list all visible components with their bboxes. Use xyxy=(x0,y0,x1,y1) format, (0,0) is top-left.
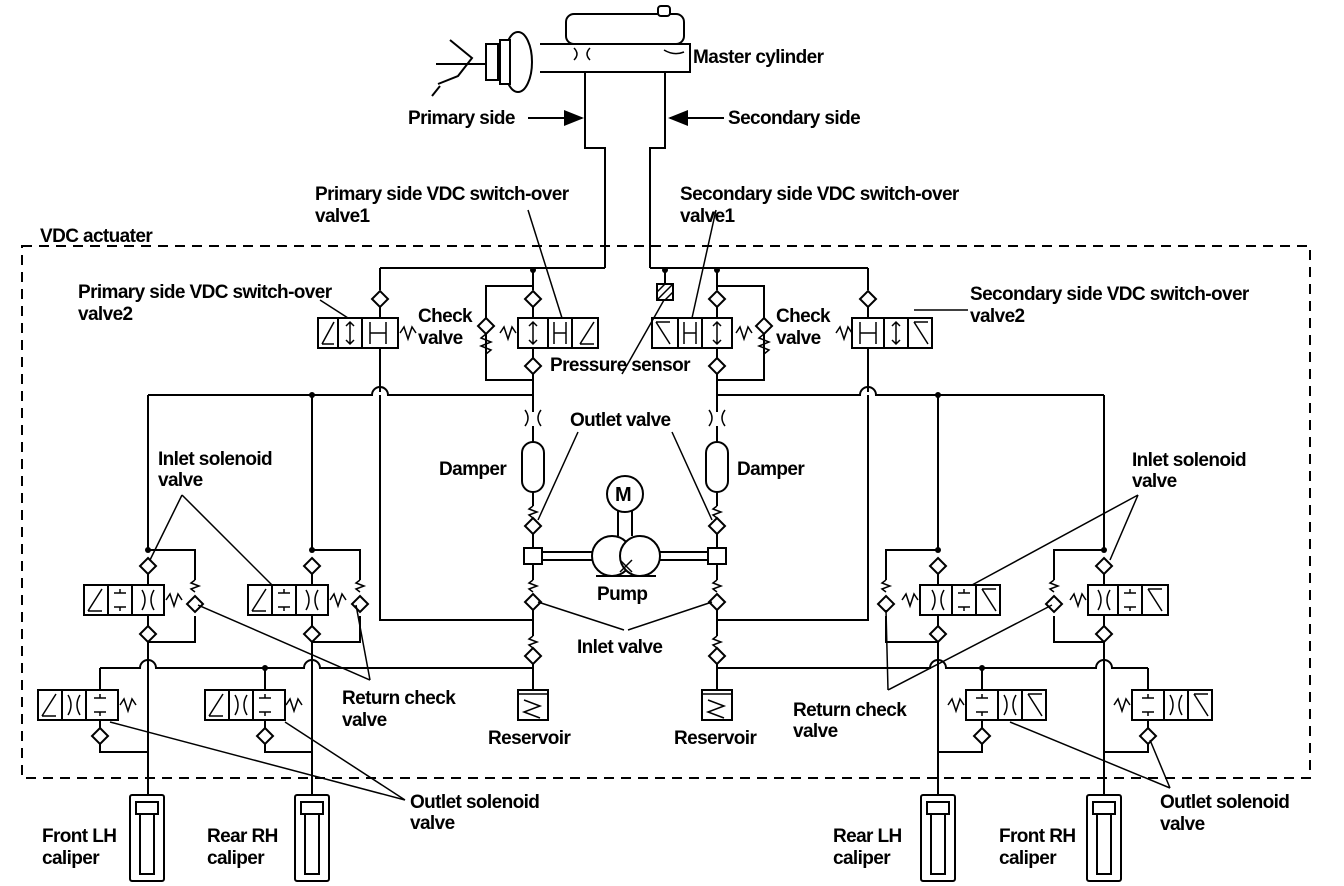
outlet-solenoid-front-rh xyxy=(1104,668,1213,753)
secondary-switch-valve2-label-2: valve2 xyxy=(970,306,1025,327)
primary-switch-valve2-label-1: Primary side VDC switch-over xyxy=(78,282,333,303)
vdc-actuator-label: VDC actuater xyxy=(40,226,153,247)
primary-switch-valve2-label-2: valve2 xyxy=(78,304,133,325)
check-valve-right-label-1: Check xyxy=(776,306,831,327)
primary-switch-valve1-label-1: Primary side VDC switch-over xyxy=(315,184,570,205)
motor-label: M xyxy=(615,484,631,506)
return-check-right-label-1: Return check xyxy=(793,700,907,721)
wheel-circuit-front-lh xyxy=(83,395,205,795)
caliper-front-lh xyxy=(129,794,165,882)
outlet-solenoid-right-label-1: Outlet solenoid xyxy=(1160,792,1289,813)
outlet-solenoid-left-label-2: valve xyxy=(410,813,455,834)
front-rh-caliper-label-2: caliper xyxy=(999,848,1057,869)
inlet-valve-label: Inlet valve xyxy=(577,637,662,658)
secondary-switch-valve2-label-1: Secondary side VDC switch-over xyxy=(970,284,1250,305)
front-lh-caliper-label-1: Front LH xyxy=(42,826,116,847)
damper-right-label: Damper xyxy=(737,459,805,480)
outlet-valve-label: Outlet valve xyxy=(570,410,671,431)
caliper-rear-lh xyxy=(920,794,956,882)
outlet-solenoid-rear-lh xyxy=(938,668,1047,753)
damper-right xyxy=(705,441,729,493)
return-check-right-label-2: valve xyxy=(793,721,838,742)
secondary-switch-over-valve1 xyxy=(651,268,774,412)
inlet-solenoid-right-label-2: valve xyxy=(1132,471,1177,492)
front-lh-caliper-label-2: caliper xyxy=(42,848,100,869)
check-valve-left-label-2: valve xyxy=(418,328,463,349)
outlet-solenoid-left-label-1: Outlet solenoid xyxy=(410,792,539,813)
reservoir-left xyxy=(517,689,549,721)
master-cylinder xyxy=(431,5,691,268)
outlet-solenoid-right-label-2: valve xyxy=(1160,814,1205,835)
rear-rh-caliper-label-2: caliper xyxy=(207,848,265,869)
return-check-left-label-2: valve xyxy=(342,710,387,731)
reservoir-left-label: Reservoir xyxy=(488,728,571,749)
secondary-switch-over-valve2 xyxy=(835,268,933,392)
pressure-sensor-label: Pressure sensor xyxy=(550,355,691,376)
front-rh-caliper-label-1: Front RH xyxy=(999,826,1075,847)
secondary-side-label: Secondary side xyxy=(728,108,860,129)
wheel-circuit-front-rh xyxy=(1044,395,1169,795)
wheel-circuit-rear-rh xyxy=(247,395,370,795)
left-brake-bus xyxy=(148,386,533,396)
left-lower-bus xyxy=(100,659,533,669)
damper-left xyxy=(521,441,545,493)
primary-switch-valve1-label-2: valve1 xyxy=(315,206,371,227)
rear-rh-caliper-label-1: Rear RH xyxy=(207,826,278,847)
vdc-actuator-boundary xyxy=(21,245,1311,779)
damper-left-label: Damper xyxy=(439,459,507,480)
reservoir-right-label: Reservoir xyxy=(674,728,757,749)
right-brake-bus xyxy=(717,386,1104,396)
pump-circuit xyxy=(517,409,733,721)
pressure-sensor xyxy=(656,268,674,301)
inlet-solenoid-left-label-2: valve xyxy=(158,470,203,491)
rear-lh-caliper-label-2: caliper xyxy=(833,848,891,869)
outlet-solenoid-rear-rh xyxy=(204,668,312,753)
return-check-left-label-1: Return check xyxy=(342,688,456,709)
inlet-solenoid-right-label-1: Inlet solenoid xyxy=(1132,450,1246,471)
inlet-solenoid-left-label-1: Inlet solenoid xyxy=(158,449,272,470)
wheel-circuit-rear-lh xyxy=(876,395,1001,795)
right-return-line xyxy=(717,395,869,621)
caliper-rear-rh xyxy=(294,794,330,882)
secondary-switch-valve1-label-2: valve1 xyxy=(680,206,736,227)
master-cylinder-label: Master cylinder xyxy=(693,47,825,68)
check-valve-right-label-2: valve xyxy=(776,328,821,349)
outlet-solenoid-front-lh xyxy=(37,668,148,753)
secondary-switch-valve1-label-1: Secondary side VDC switch-over xyxy=(680,184,960,205)
right-lower-bus xyxy=(717,659,1148,669)
leader-lines xyxy=(109,209,1171,801)
rear-lh-caliper-label-1: Rear LH xyxy=(833,826,902,847)
primary-side-label: Primary side xyxy=(408,108,515,129)
motor-circle xyxy=(606,475,644,513)
pump-label: Pump xyxy=(597,584,647,605)
check-valve-left-label-1: Check xyxy=(418,306,473,327)
primary-switch-over-valve2 xyxy=(317,268,417,392)
caliper-front-rh xyxy=(1086,794,1122,882)
primary-switch-over-valve1 xyxy=(476,268,599,412)
left-return-line xyxy=(379,395,533,621)
